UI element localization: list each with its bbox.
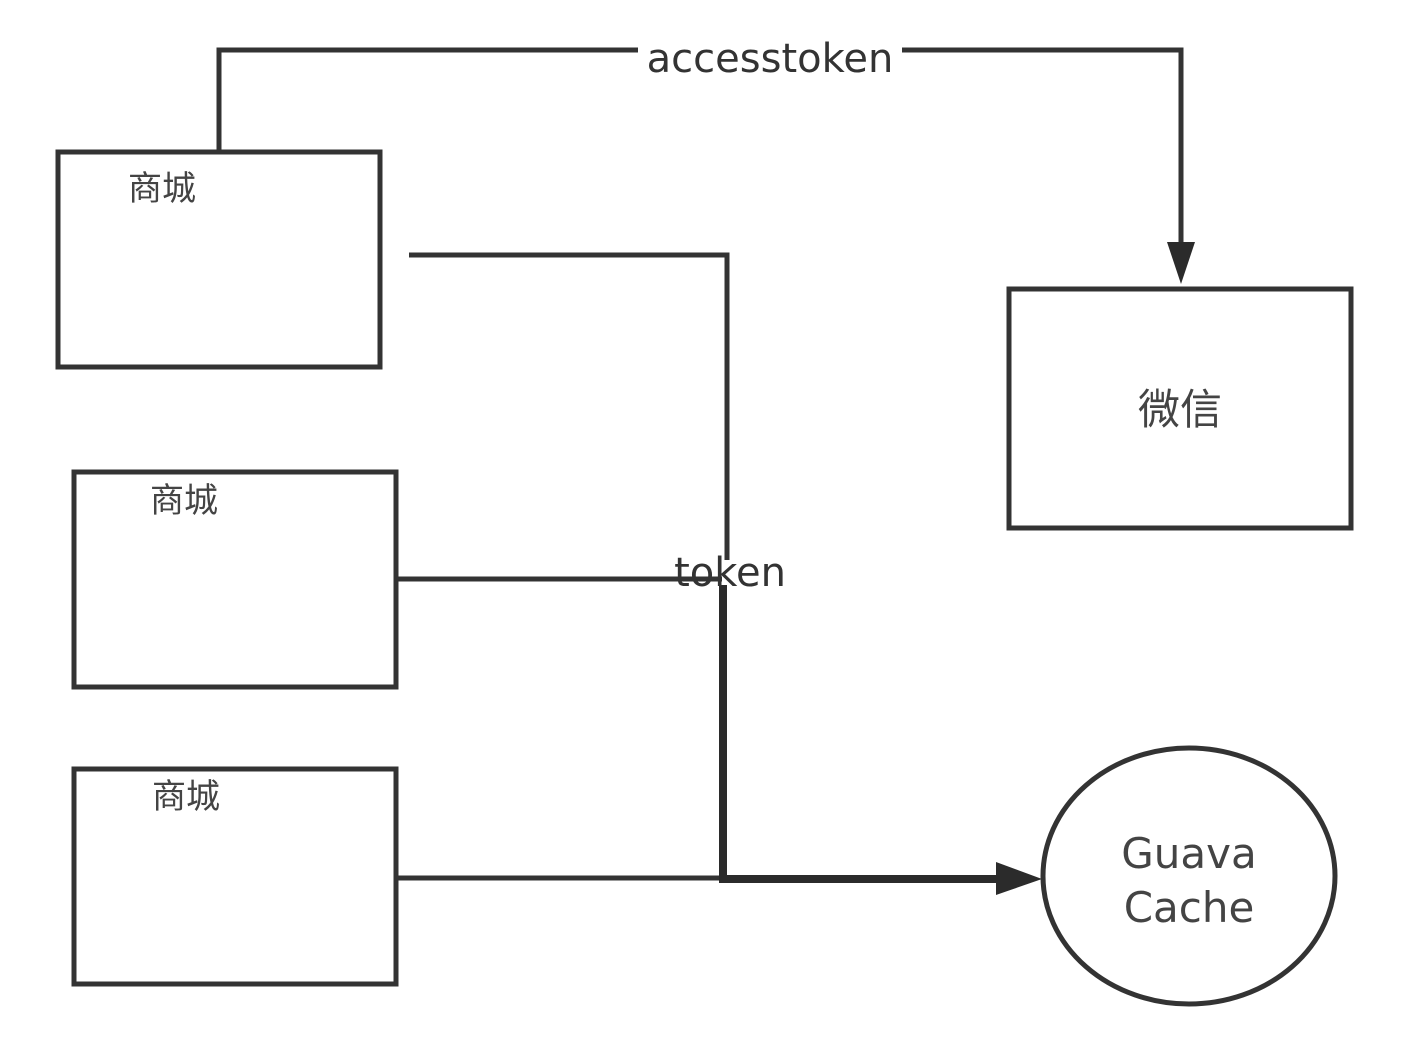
token-connector-mall-1 bbox=[409, 252, 730, 560]
token-edge: token bbox=[398, 252, 1042, 895]
access-token-label: accesstoken bbox=[647, 36, 894, 82]
guava-cache-label-line-1: Guava bbox=[1121, 829, 1257, 878]
mall-box-2 bbox=[71, 469, 399, 690]
guava-cache-label-line-2: Cache bbox=[1124, 883, 1255, 932]
mall-node-1: 商城 bbox=[55, 149, 383, 370]
wechat-label: 微信 bbox=[1138, 385, 1222, 434]
mall-label-3: 商城 bbox=[152, 777, 220, 817]
guava-cache-ellipse bbox=[1040, 745, 1338, 1007]
mall-node-2: 商城 bbox=[71, 469, 399, 690]
mall-label-1: 商城 bbox=[128, 169, 196, 209]
access-token-label-background bbox=[638, 26, 902, 78]
token-arrowhead bbox=[996, 862, 1042, 895]
mall-node-3: 商城 bbox=[71, 766, 399, 987]
wechat-box bbox=[1006, 286, 1354, 531]
mall-box-3 bbox=[71, 766, 399, 987]
access-token-edge: accesstoken bbox=[216, 26, 1195, 284]
token-label: token bbox=[674, 550, 786, 596]
guava-cache-node: Guava Cache bbox=[1040, 745, 1338, 1007]
mall-box-1 bbox=[55, 149, 383, 370]
wechat-node: 微信 bbox=[1006, 286, 1354, 531]
mall-label-2: 商城 bbox=[150, 481, 218, 521]
access-token-arrowhead bbox=[1167, 242, 1195, 284]
